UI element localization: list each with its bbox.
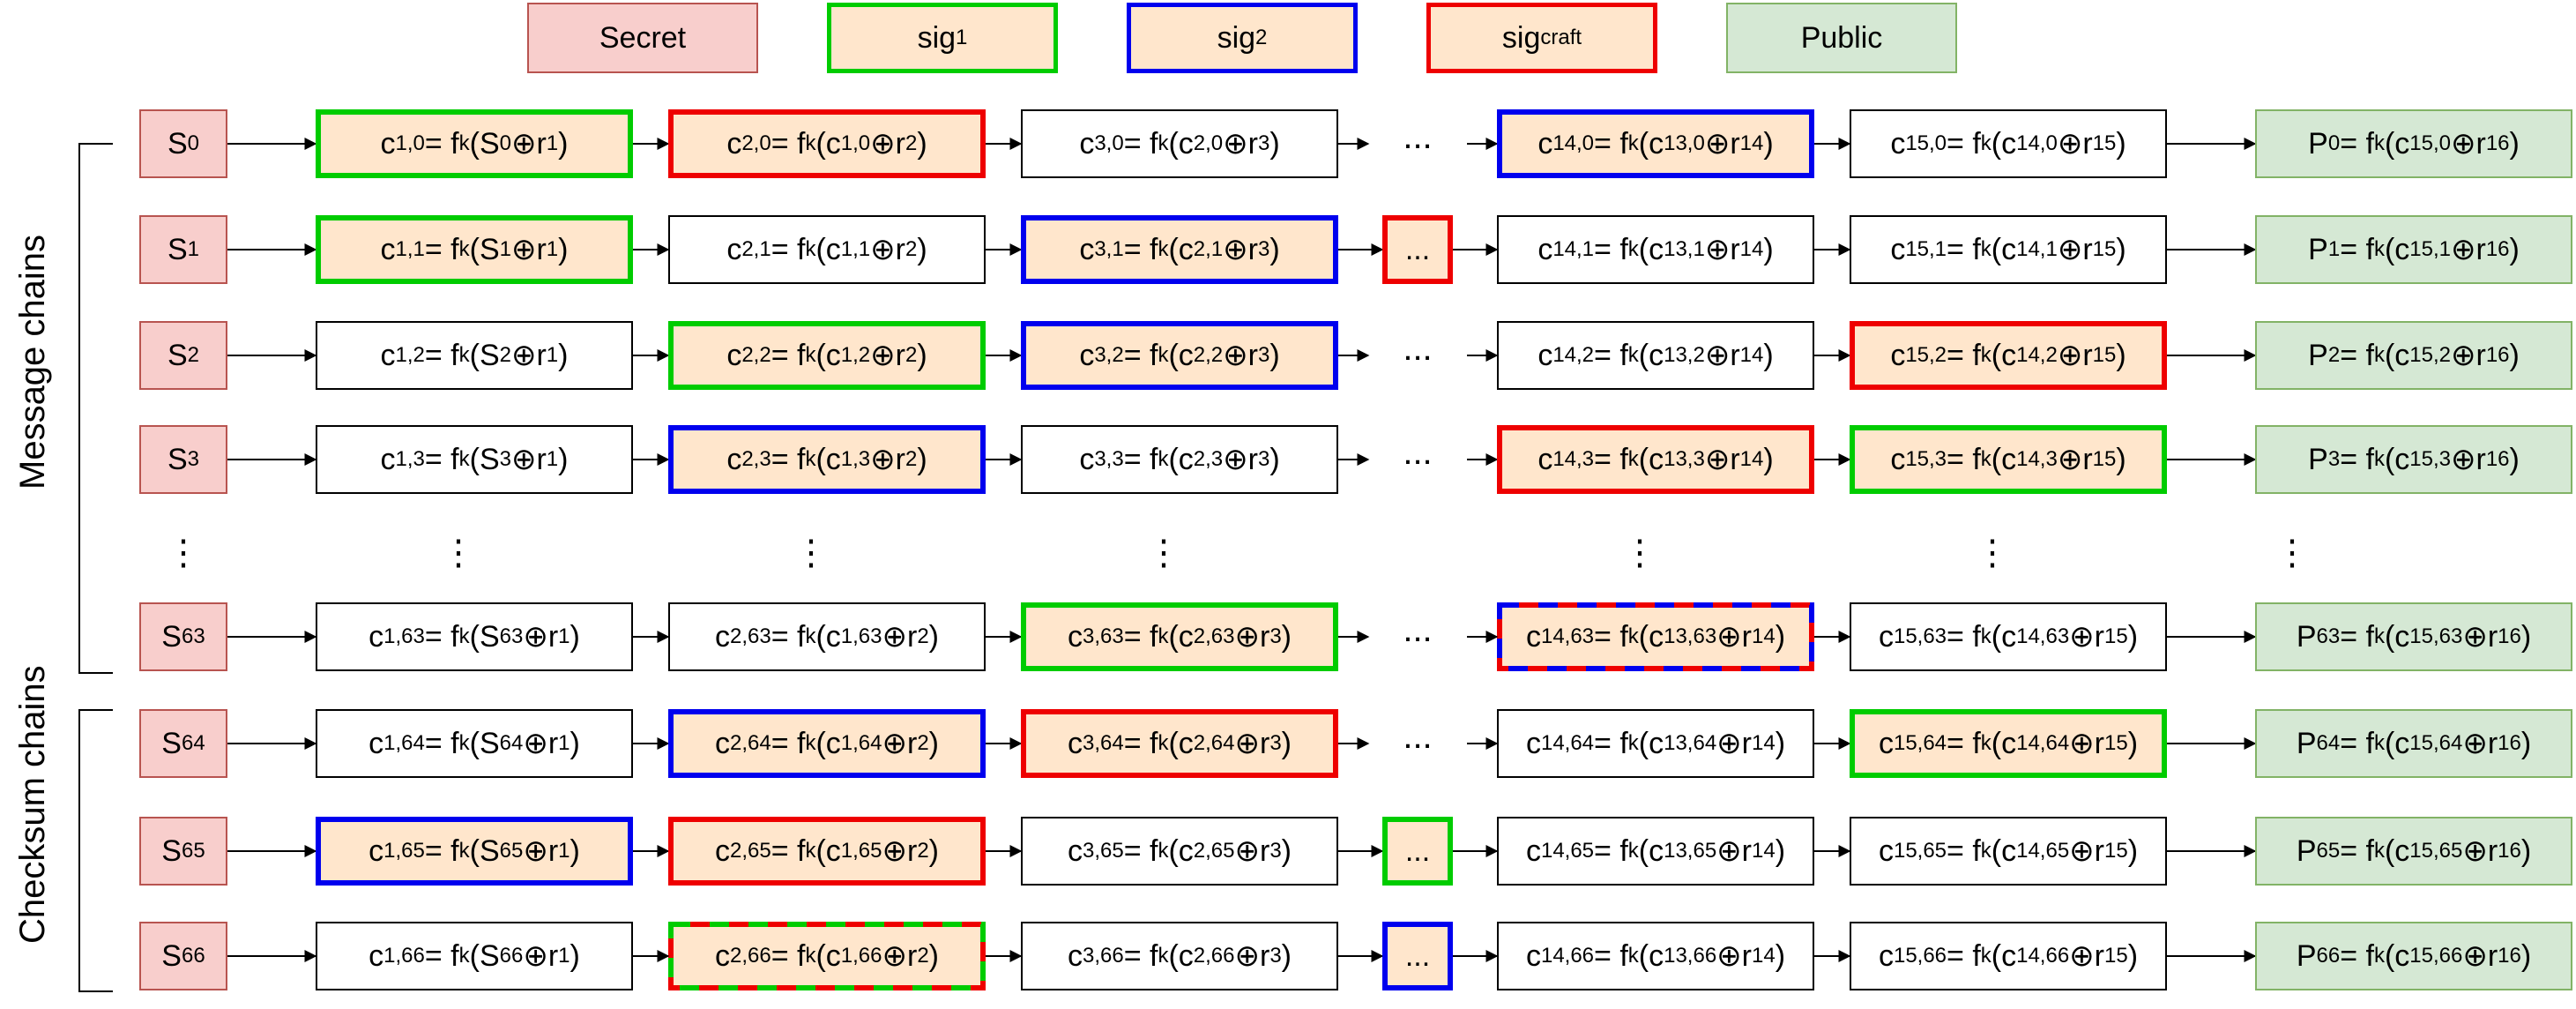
bracket-checksum-chains bbox=[78, 709, 113, 992]
legend-secret: Secret bbox=[527, 3, 758, 73]
chain-node-c2-66-border-dash bbox=[668, 922, 986, 990]
chain-node-c14-63-border-dash bbox=[1497, 602, 1814, 671]
ellipsis-row-2: ... bbox=[1403, 329, 1433, 368]
ellipsis-row-63: ... bbox=[1403, 610, 1433, 649]
ellipsis-row-64: ... bbox=[1403, 717, 1433, 756]
vertical-ellipsis-6: ⋮ bbox=[2274, 534, 2310, 572]
bracket-message-chains bbox=[78, 143, 113, 674]
vertical-ellipsis-4: ⋮ bbox=[1622, 534, 1657, 572]
ellipsis-row-3: ... bbox=[1403, 433, 1433, 472]
group-label-checksum: Checksum chains bbox=[13, 665, 52, 944]
vertical-ellipsis-2: ⋮ bbox=[793, 534, 829, 572]
legend-public: Public bbox=[1726, 3, 1957, 73]
chain-node-c14-63-border-base bbox=[1497, 602, 1814, 671]
ellipsis-box-row-65: ... bbox=[1382, 817, 1453, 886]
ellipsis-row-0: ... bbox=[1403, 117, 1433, 156]
group-label-message: Message chains bbox=[13, 234, 52, 490]
vertical-ellipsis-3: ⋮ bbox=[1146, 534, 1181, 572]
vertical-ellipsis-1: ⋮ bbox=[441, 534, 476, 572]
ellipsis-box-row-66: ... bbox=[1382, 922, 1453, 990]
vertical-ellipsis-5: ⋮ bbox=[1975, 534, 2010, 572]
vertical-ellipsis-0: ⋮ bbox=[166, 534, 201, 572]
ellipsis-box-row-1: ... bbox=[1382, 215, 1453, 284]
